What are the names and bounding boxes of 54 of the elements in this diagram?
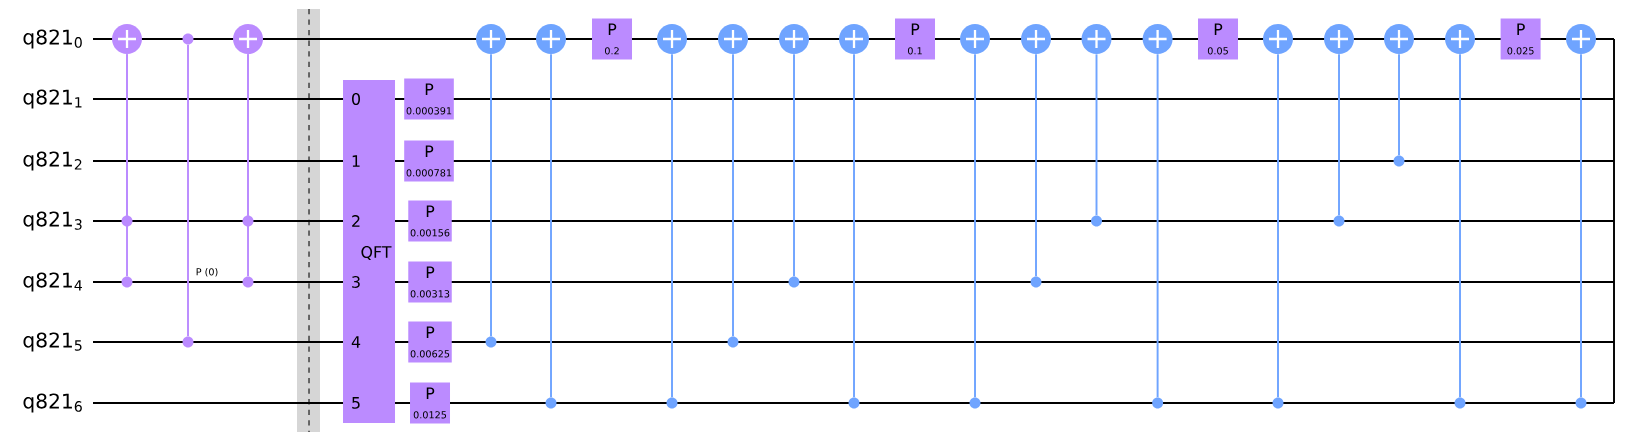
phase-gate: P 0.000781 — [404, 140, 454, 182]
wire-label: q821$_{0}$ — [23, 29, 82, 49]
edge-label: P (0) — [193, 266, 221, 279]
target-symbol — [233, 24, 263, 54]
target-symbol — [1081, 24, 1112, 54]
phase-gate: P 0.000391 — [404, 78, 454, 120]
phase-gate: P 0.00625 — [408, 321, 452, 363]
wire-label: q821$_{1}$ — [23, 89, 82, 109]
target-symbol — [1021, 24, 1051, 54]
target-symbol — [1566, 24, 1596, 54]
phase-gate: P 0.1 — [895, 18, 935, 60]
control-line — [1035, 53, 1037, 278]
control-line — [247, 53, 249, 278]
wire-label: q821$_{5}$ — [23, 332, 82, 352]
control-line — [793, 53, 795, 278]
control-line — [1156, 53, 1159, 399]
control-line — [1580, 53, 1582, 399]
target-symbol — [1384, 24, 1414, 54]
control-line — [1095, 53, 1098, 217]
target-symbol — [1263, 24, 1293, 54]
wire-label: q821$_{4}$ — [23, 272, 82, 292]
control-line — [853, 53, 855, 399]
control-line — [974, 53, 976, 399]
control-line — [671, 53, 673, 399]
phase-gate: P 0.00156 — [408, 200, 452, 242]
control-line — [1277, 53, 1279, 399]
control-line — [550, 53, 552, 399]
target-symbol — [960, 24, 990, 54]
target-symbol — [779, 24, 809, 54]
target-symbol — [1142, 24, 1173, 54]
wire-label: q821$_{2}$ — [23, 151, 82, 171]
target-symbol — [657, 24, 687, 54]
target-symbol — [839, 24, 869, 54]
phase-gate: P 0.05 — [1198, 18, 1238, 60]
target-symbol — [718, 24, 748, 54]
target-symbol — [476, 24, 506, 54]
target-symbol — [536, 24, 566, 54]
phase-gate: P 0.2 — [592, 18, 632, 60]
control-line — [187, 43, 189, 338]
target-symbol — [1324, 24, 1354, 54]
phase-gate: P 0.0125 — [410, 382, 450, 424]
wire-label: q821$_{6}$ — [23, 393, 82, 413]
phase-gate: P 0.00313 — [408, 261, 452, 303]
wire-label: q821$_{3}$ — [23, 211, 82, 231]
control-line — [1338, 53, 1340, 217]
target-symbol — [1445, 24, 1475, 54]
qft-box: 0 1 2 QFT 3 4 5 — [343, 80, 395, 423]
control-line — [126, 53, 128, 278]
phase-gate: P 0.025 — [1500, 18, 1541, 60]
control-line — [1398, 53, 1400, 157]
control-line — [732, 53, 734, 338]
control-line — [1459, 53, 1461, 399]
target-symbol — [112, 24, 142, 54]
control-line — [490, 53, 492, 338]
